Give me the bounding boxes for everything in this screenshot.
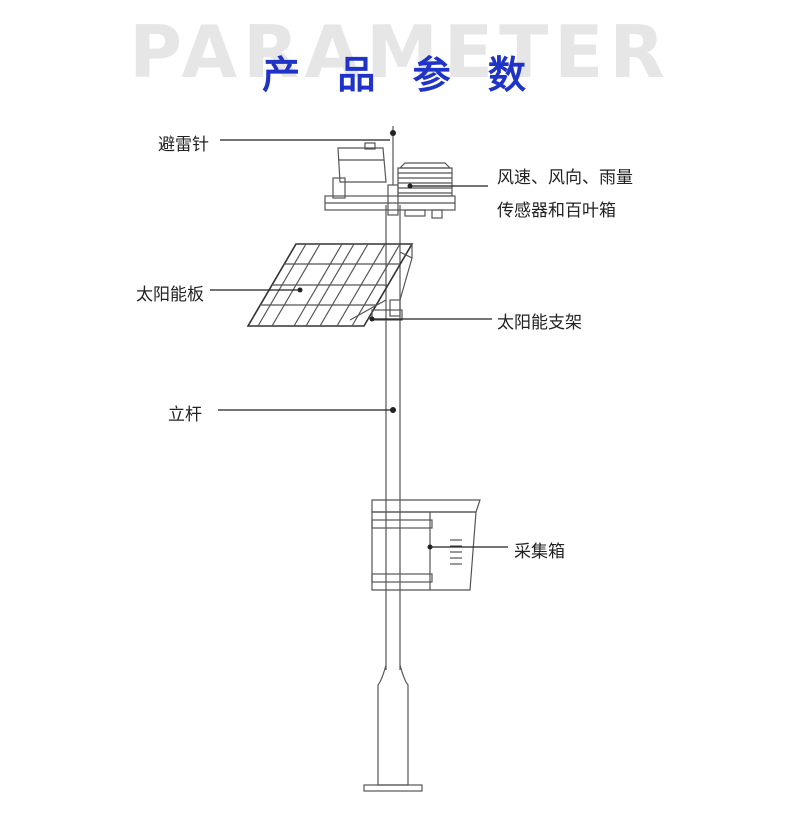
solar-bracket xyxy=(349,244,413,321)
label-wind-sensor-line2: 传感器和百叶箱 xyxy=(497,201,616,221)
rain-gauge xyxy=(337,147,387,183)
solar-panel xyxy=(246,243,414,327)
page-title: 产 品 参 数 xyxy=(262,53,538,97)
label-wind-sensor-line1: 风速、风向、雨量 xyxy=(497,168,633,188)
label-lightning-rod: 避雷针 xyxy=(158,135,209,155)
label-collection-box: 采集箱 xyxy=(514,542,565,562)
label-solar-bracket: 太阳能支架 xyxy=(497,313,582,333)
background-watermark-word: PARAMETER xyxy=(129,10,671,94)
collection-box xyxy=(371,499,481,591)
louver-box xyxy=(397,162,453,197)
label-solar-panel: 太阳能板 xyxy=(136,285,204,305)
pole-base xyxy=(377,664,409,786)
label-pole: 立杆 xyxy=(168,405,202,425)
